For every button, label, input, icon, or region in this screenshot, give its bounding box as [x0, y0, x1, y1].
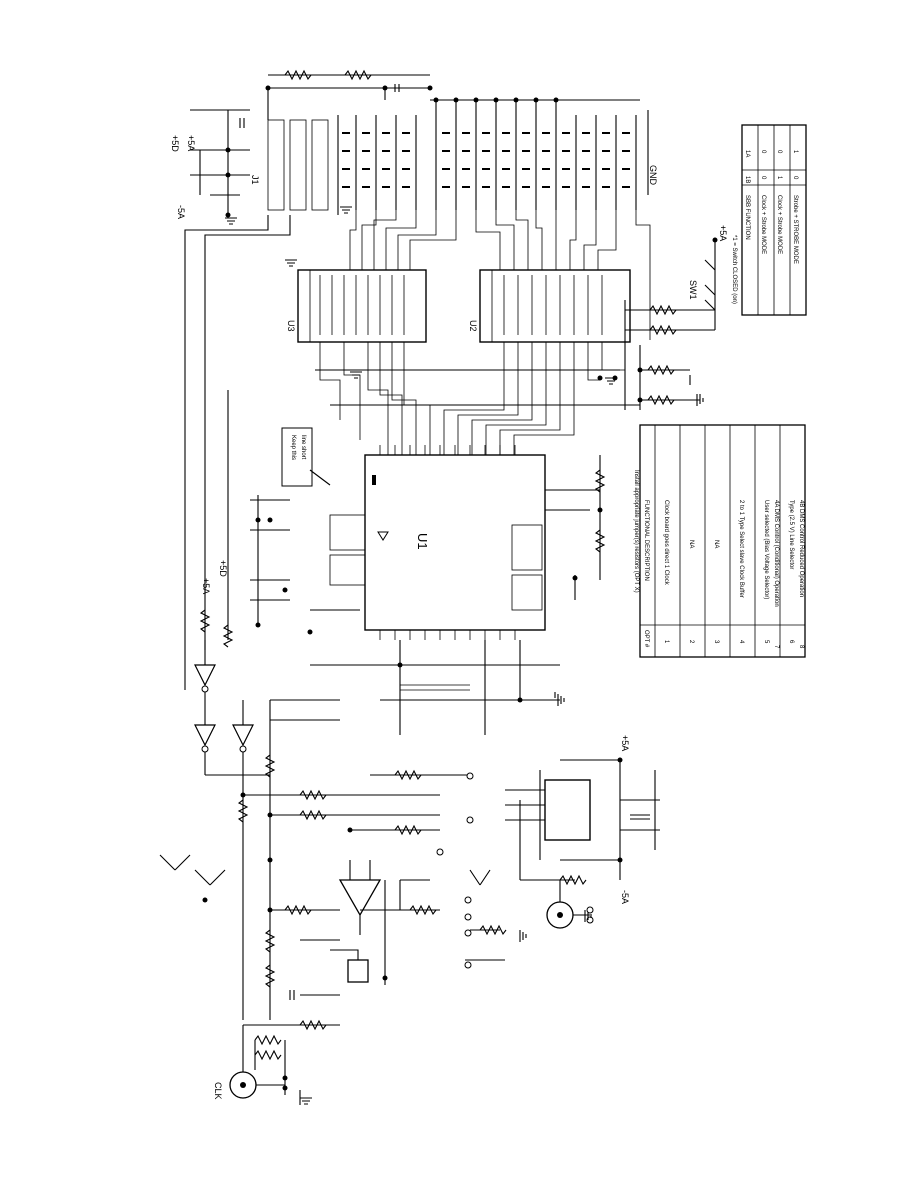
top-connector-area: GND J1 [250, 69, 658, 215]
u3-label: U3 [286, 320, 296, 332]
jumper-options-table: Install appropriate jumper(s) resistors … [633, 424, 806, 658]
jumper-title: Install appropriate jumper(s) resistors … [633, 470, 639, 593]
sbb-row1-1a: 0 [760, 150, 766, 154]
jumper-row2-num: 2 [688, 640, 694, 644]
inverter-buffers [194, 609, 270, 1020]
jumper-header-opt: OPT # [643, 630, 649, 648]
jumper-row5-desc: User selected (Bias Voltage Selector) [763, 500, 769, 599]
analog-frontend [237, 699, 470, 1031]
sbb-header-1b: 1B [744, 176, 750, 183]
minus5a-label-top: -5A [176, 205, 186, 219]
jumper-row8-desc: 4B DMS Control Reduced Operation [798, 500, 804, 597]
jumper-row4-num: 4 [738, 640, 744, 644]
u1-right-network [545, 455, 606, 600]
sbb-row3-1a: 1 [792, 150, 798, 154]
jumper-row8-num: 8 [798, 645, 804, 649]
ground-symbols [225, 206, 704, 1105]
plus5d-label-mid: +5D [218, 560, 228, 577]
u2-chip: U2 [468, 269, 631, 343]
clk-bnc-connector: CLK [213, 1025, 301, 1105]
bus-wires-top [349, 210, 651, 340]
plus5a-label-top: +5A [186, 135, 196, 151]
sw1-switch: SW1 +5A [688, 225, 728, 330]
bus-wires-middle [319, 342, 625, 455]
u1-bottom-network [307, 609, 560, 735]
jumper-row3-desc: NA [713, 540, 719, 548]
u3-chip: U3 [286, 269, 427, 343]
test-points [159, 772, 507, 969]
jumper-row1-num: 1 [663, 640, 669, 644]
sbb-row2-fn: Clock + Strobe MODE [776, 195, 782, 254]
u1-chip: U1 [329, 445, 546, 640]
plus5a-label-mid: +5A [201, 578, 211, 594]
jumper-row6-num: 6 [788, 640, 794, 644]
sbb-row2-1b: 1 [776, 176, 782, 180]
sbb-footnote: *1 = Switch CLOSED (on) [731, 235, 737, 304]
jumper-row3-num: 3 [713, 640, 719, 644]
sbb-row3-fn: Strobe + STROBE MODE [792, 195, 798, 264]
decoupling-caps-left: +5D +5A [201, 495, 290, 628]
sw1-label: SW1 [688, 280, 698, 300]
sbb-row3-1b: 0 [792, 176, 798, 180]
right-side-rc [624, 300, 715, 410]
sbb-row2-1a: 0 [776, 150, 782, 154]
sbb-row1-1b: 0 [760, 176, 766, 180]
clk-label: CLK [213, 1082, 223, 1100]
jumper-row6-desc: Type (2.5 V) Line Selector [788, 500, 794, 569]
jumper-row7-desc: 4A DMS Control (Conditional) Operation [773, 500, 779, 607]
note-box: Keep this line short [281, 427, 331, 487]
left-wires [184, 215, 291, 690]
jumper-row4-desc: 2 to 1 Type Select slave Clock Buffer [738, 500, 744, 598]
minus5a-label-reg: -5A [620, 890, 630, 904]
u1-label: U1 [415, 533, 430, 550]
jumper-header-desc: FUNCTIONAL DESCRIPTION [643, 500, 649, 581]
plus5d-label: +5D [170, 135, 180, 152]
note-line2: line short [300, 435, 306, 460]
sbb-function-table: 1A 1B SBB FUNCTION 0 0 Clock + Strobe MO… [731, 124, 807, 316]
note-line1: Keep this [290, 435, 296, 460]
sbb-row1-fn: Clock + Strobe MODE [760, 195, 766, 254]
connector-label: J1 [250, 175, 260, 185]
jumper-row1-desc: Clock board goes direct 1 Clock [663, 500, 669, 586]
plus5a-label-sw: +5A [718, 225, 728, 241]
sbb-header-function: SBB FUNCTION [744, 195, 750, 240]
u2-label: U2 [468, 320, 478, 332]
gnd-label: GND [648, 165, 658, 186]
bnc-connector-right [546, 880, 594, 929]
regulator-block: +5A -5A [505, 735, 660, 904]
jumper-row2-desc: NA [688, 540, 694, 548]
connector-pins [267, 97, 649, 215]
jumper-row7-num: 7 [773, 645, 779, 649]
sbb-header-1a: 1A [744, 150, 750, 157]
jumper-row5-num: 5 [763, 640, 769, 644]
plus5a-label-reg: +5A [620, 735, 630, 751]
power-supply-section: +5D +5A -5A [170, 88, 269, 219]
